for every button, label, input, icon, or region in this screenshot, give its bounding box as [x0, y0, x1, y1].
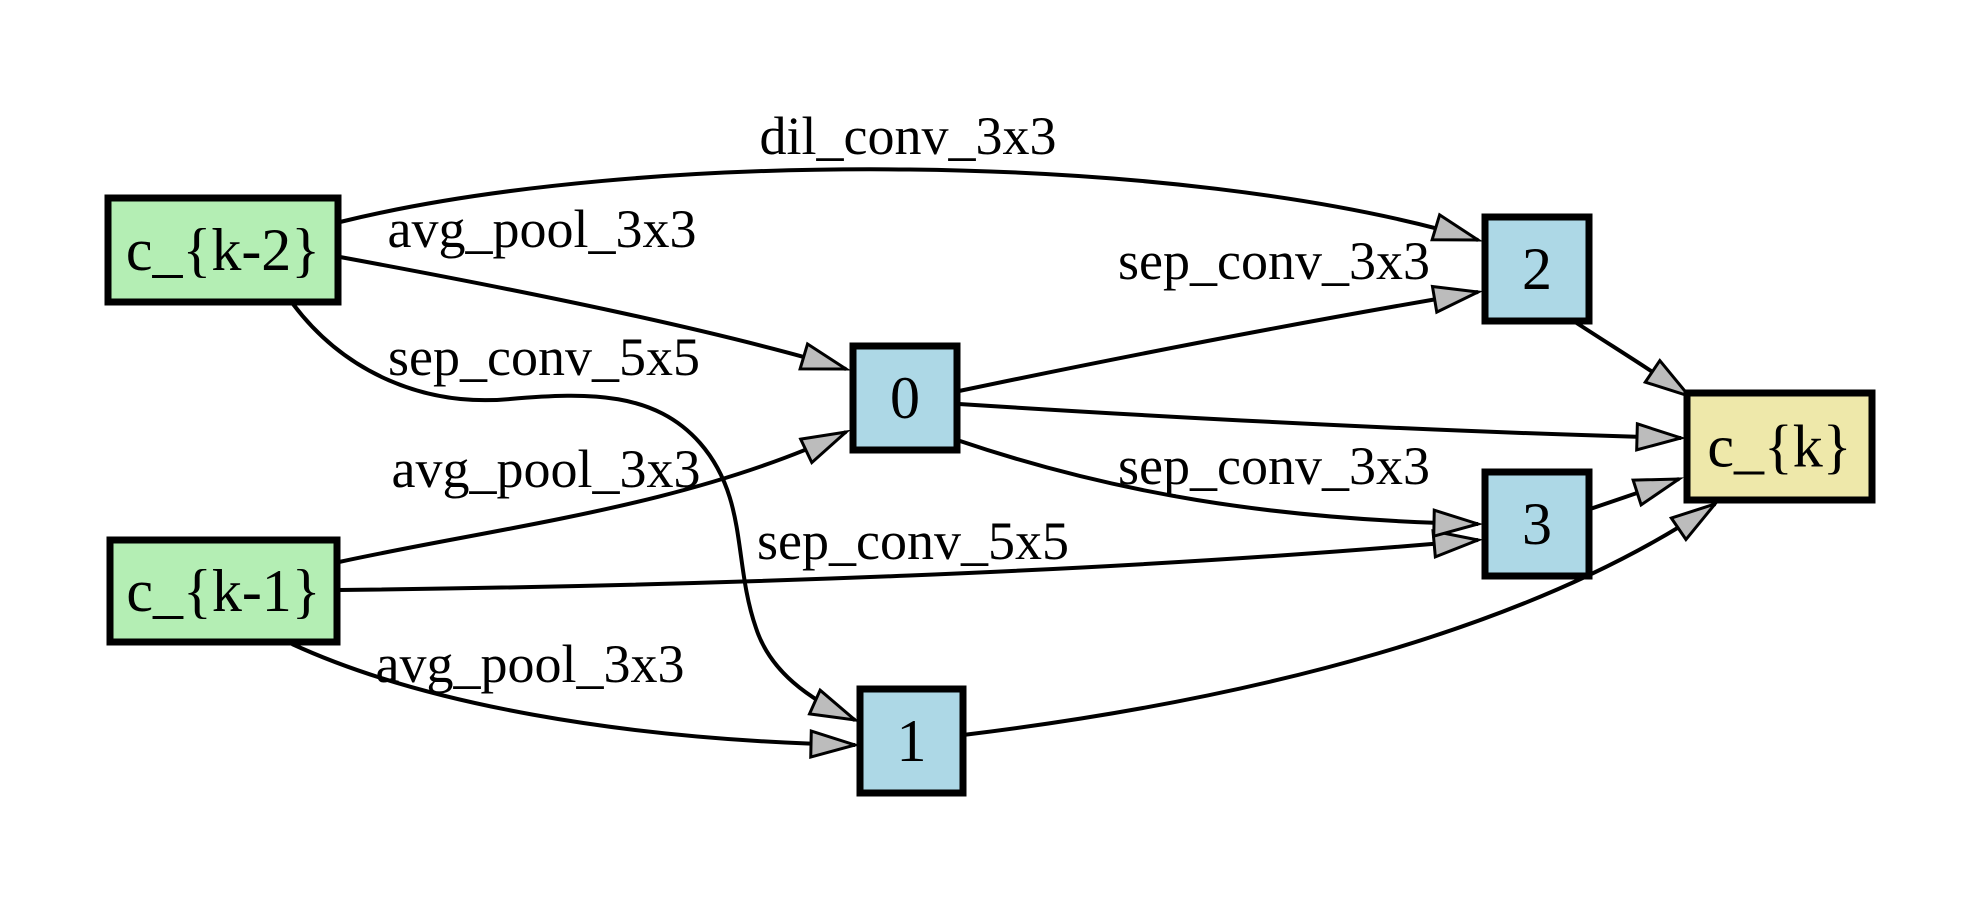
edge-n1-to-ck [962, 501, 1720, 737]
node-label-c-k-1: c_{k-1} [126, 558, 320, 624]
edge-label-avg-pool-3x3: avg_pool_3x3 [392, 439, 701, 499]
node-c-k-1 [106, 536, 341, 646]
edge-label-avg-pool-3x3: avg_pool_3x3 [376, 634, 685, 694]
edge-label-sep-conv-5x5: sep_conv_5x5 [388, 327, 700, 387]
edge-n0-to-n3-sep-conv-3x3 [956, 438, 1484, 539]
edge-label-avg-pool-3x3: avg_pool_3x3 [388, 199, 697, 259]
node-label-0: 0 [890, 365, 920, 431]
node-1 [856, 685, 967, 797]
node-2 [1481, 213, 1593, 325]
edge-n0-to-ck [958, 402, 1687, 452]
node-label-c-k: c_{k} [1707, 414, 1851, 480]
edge-n2-to-ck [1570, 318, 1694, 399]
edge-label-sep-conv-3x3: sep_conv_3x3 [1118, 436, 1430, 496]
node-label-c-k-2: c_{k-2} [126, 217, 320, 283]
node-label-3: 3 [1522, 491, 1552, 557]
edge-label-sep-conv-5x5: sep_conv_5x5 [757, 511, 1069, 571]
node-3 [1481, 468, 1593, 580]
node-c-k-2 [104, 194, 342, 306]
edge-ck2-to-n1-sep-conv-5x5 [291, 302, 860, 723]
edge-ck2-to-n0-avg-pool-3x3 [339, 255, 852, 371]
edge-ck1-to-n0-avg-pool-3x3 [338, 429, 851, 564]
node-label-1: 1 [897, 708, 927, 774]
edge-n0-to-n2-sep-conv-3x3 [958, 284, 1484, 393]
edge-ck1-to-n3-sep-conv-5x5 [338, 529, 1484, 592]
edge-label-sep-conv-3x3: sep_conv_3x3 [1118, 231, 1430, 291]
node-0 [849, 342, 961, 454]
edge-ck2-to-n2-dil-conv-3x3 [339, 167, 1484, 242]
node-label-2: 2 [1522, 236, 1552, 302]
edge-label-dil-conv-3x3: dil_conv_3x3 [760, 106, 1057, 166]
edge-n3-to-ck [1589, 477, 1685, 511]
node-c-k [1683, 389, 1876, 504]
edge-ck1-to-n1-avg-pool-3x3 [291, 642, 861, 760]
